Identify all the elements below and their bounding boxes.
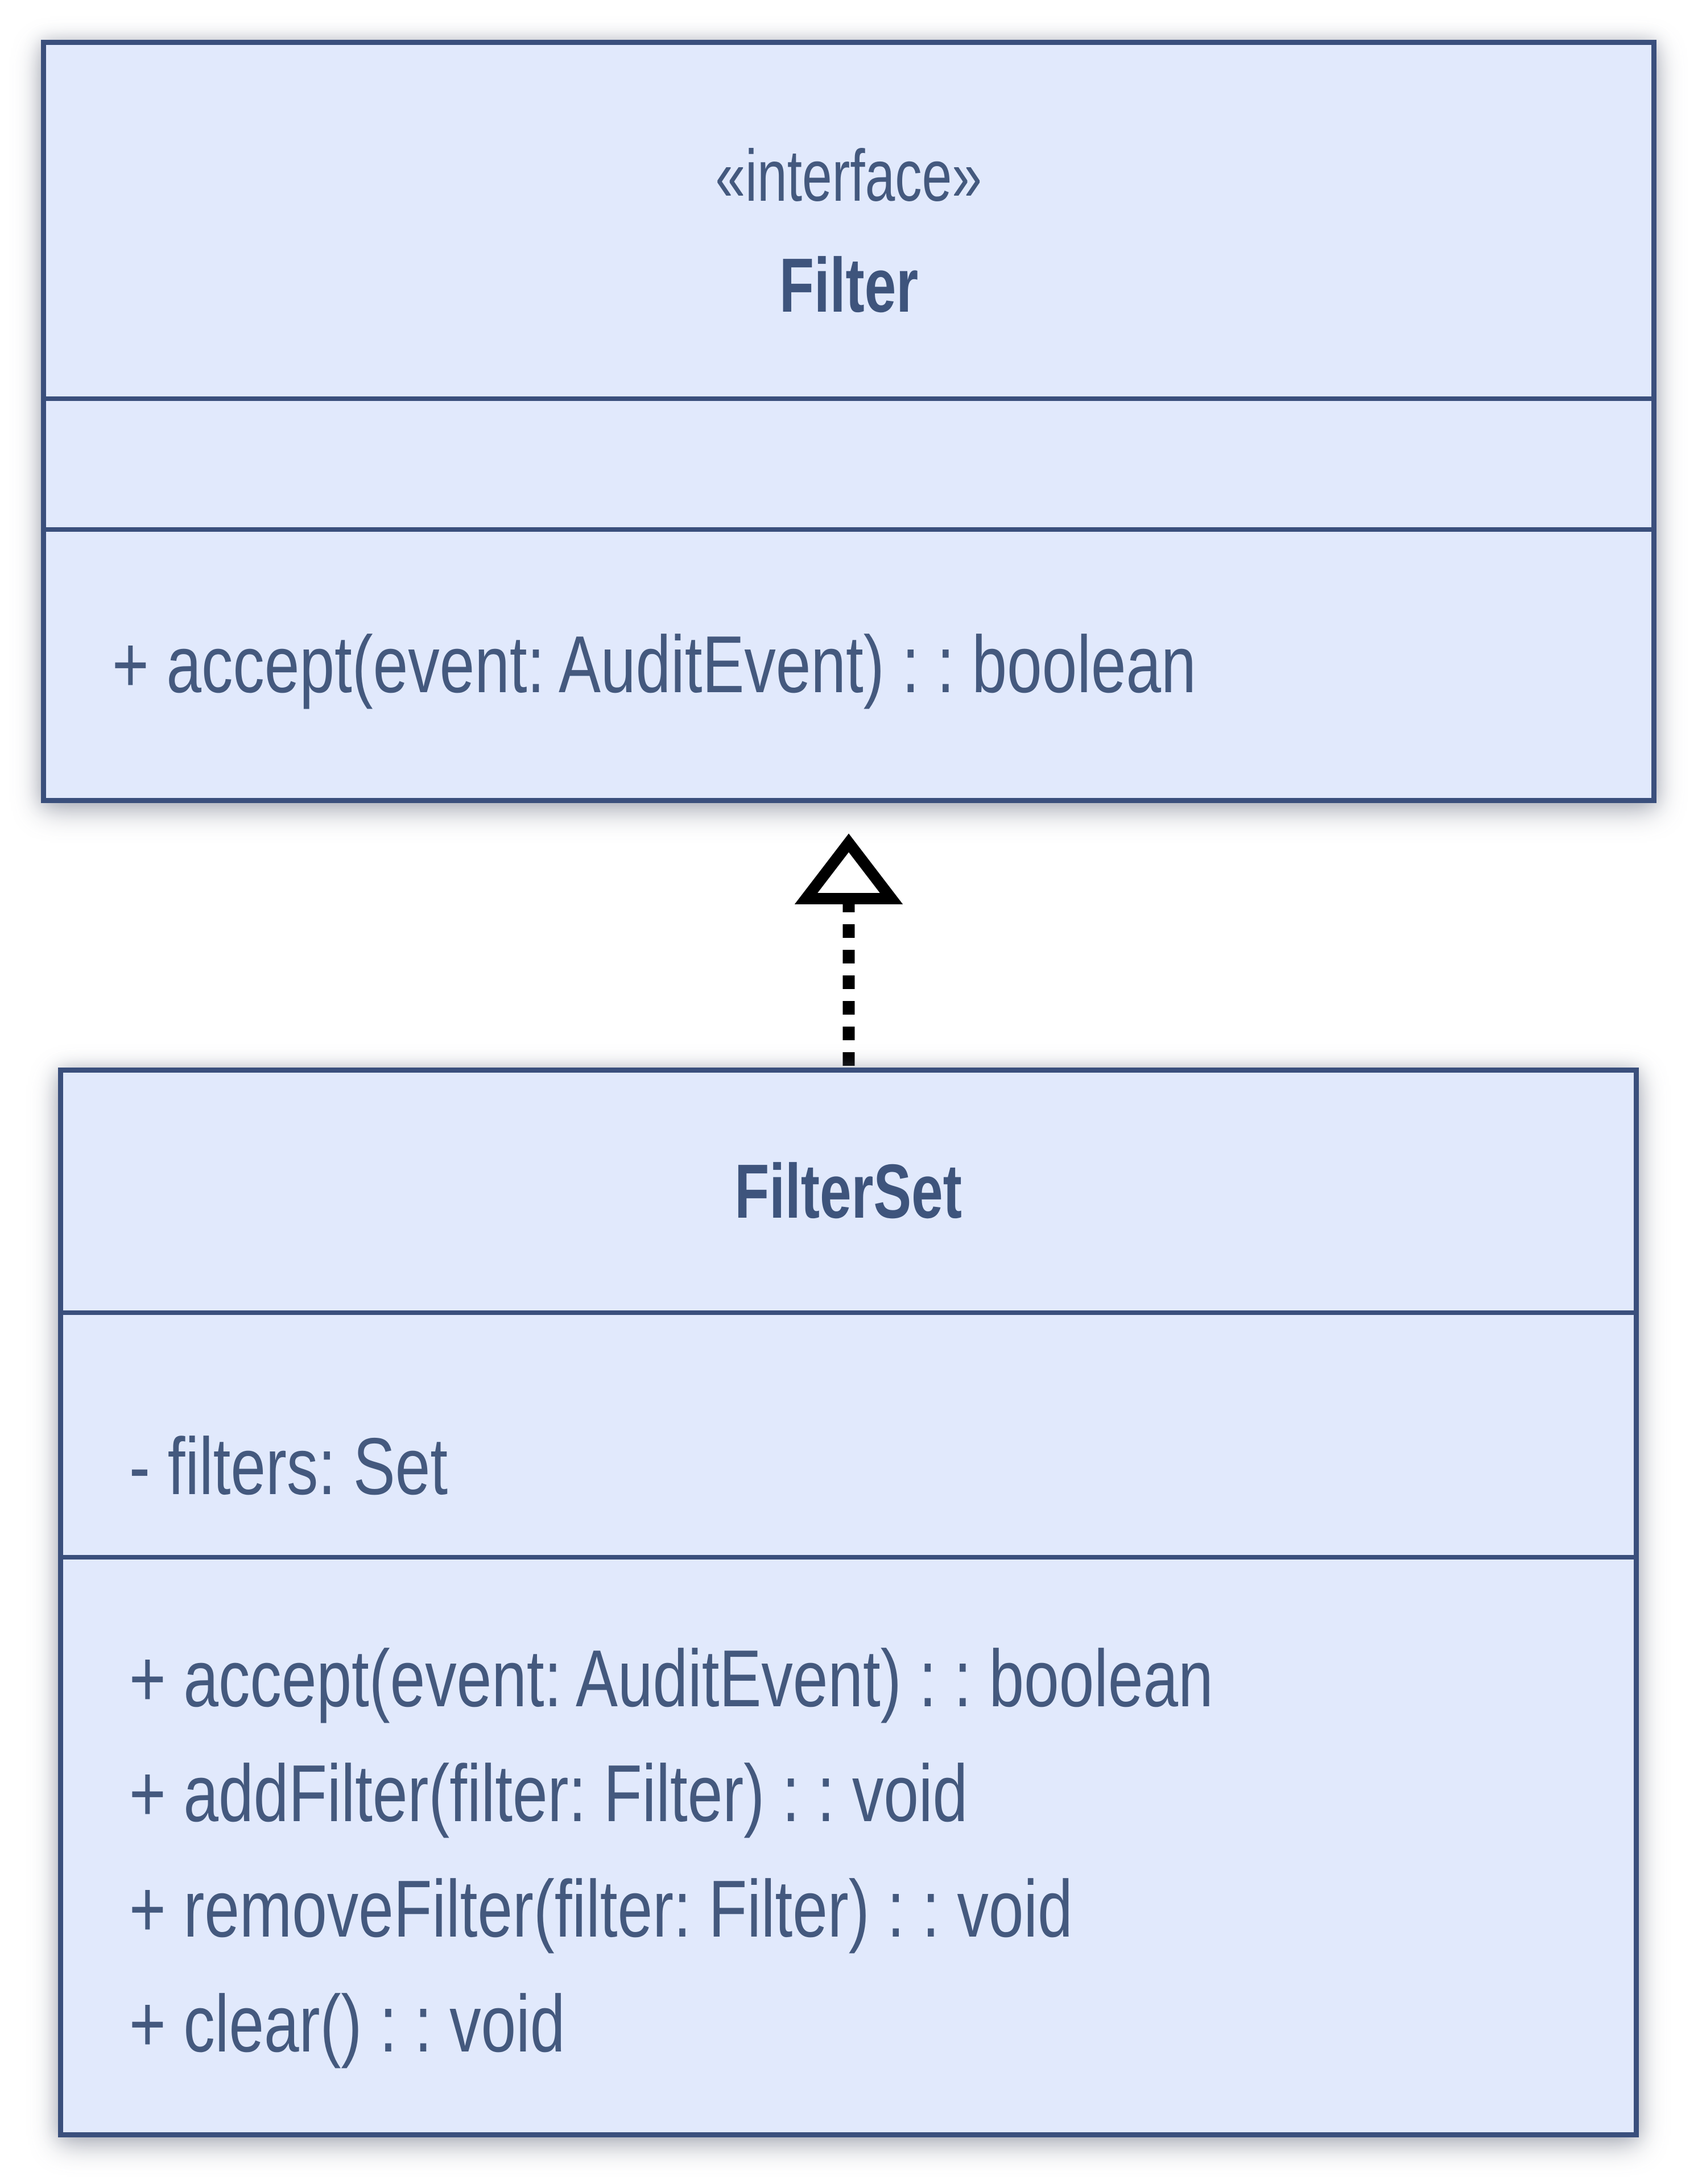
filterset-class-name: FilterSet	[695, 1145, 1002, 1238]
method-row: + removeFilter(filter: Filter) : : void	[129, 1861, 1634, 1958]
filterset-attributes-compartment: - filters: Set	[63, 1310, 1634, 1555]
filter-methods-compartment: + accept(event: AuditEvent) : : boolean	[46, 527, 1651, 798]
hollow-triangle-icon	[794, 833, 903, 904]
filter-class-name: Filter	[755, 239, 943, 332]
method-row-text: + removeFilter(filter: Filter) : : void	[129, 1863, 1073, 1954]
filterset-title-compartment: FilterSet	[63, 1073, 1634, 1310]
method-row: + clear() : : void	[129, 1976, 1634, 2073]
filterset-methods-compartment: + accept(event: AuditEvent) : : boolean +…	[63, 1555, 1634, 2132]
method-row-text: + clear() : : void	[129, 1978, 565, 2069]
filter-title-compartment: «interface» Filter	[46, 45, 1651, 396]
realization-arrow	[794, 833, 903, 1068]
method-row: + accept(event: AuditEvent) : : boolean	[112, 617, 1651, 713]
filter-stereotype-text: «interface»	[715, 135, 982, 217]
attribute-row: - filters: Set	[129, 1418, 1634, 1515]
class-box-filter: «interface» Filter + accept(event: Audit…	[41, 40, 1656, 803]
filter-class-name-text: Filter	[779, 242, 919, 329]
method-row: + accept(event: AuditEvent) : : boolean	[129, 1631, 1634, 1727]
class-box-filterset: FilterSet - filters: Set + accept(event:…	[58, 1068, 1639, 2137]
method-row: + addFilter(filter: Filter) : : void	[129, 1745, 1634, 1842]
method-row-text: + accept(event: AuditEvent) : : boolean	[129, 1633, 1213, 1724]
method-row-text: + accept(event: AuditEvent) : : boolean	[112, 619, 1196, 710]
method-row-text: + addFilter(filter: Filter) : : void	[129, 1748, 968, 1839]
filterset-class-name-text: FilterSet	[734, 1148, 962, 1234]
attribute-row-text: - filters: Set	[129, 1421, 448, 1512]
filter-stereotype: «interface»	[668, 133, 1028, 220]
filter-attributes-compartment	[46, 396, 1651, 527]
